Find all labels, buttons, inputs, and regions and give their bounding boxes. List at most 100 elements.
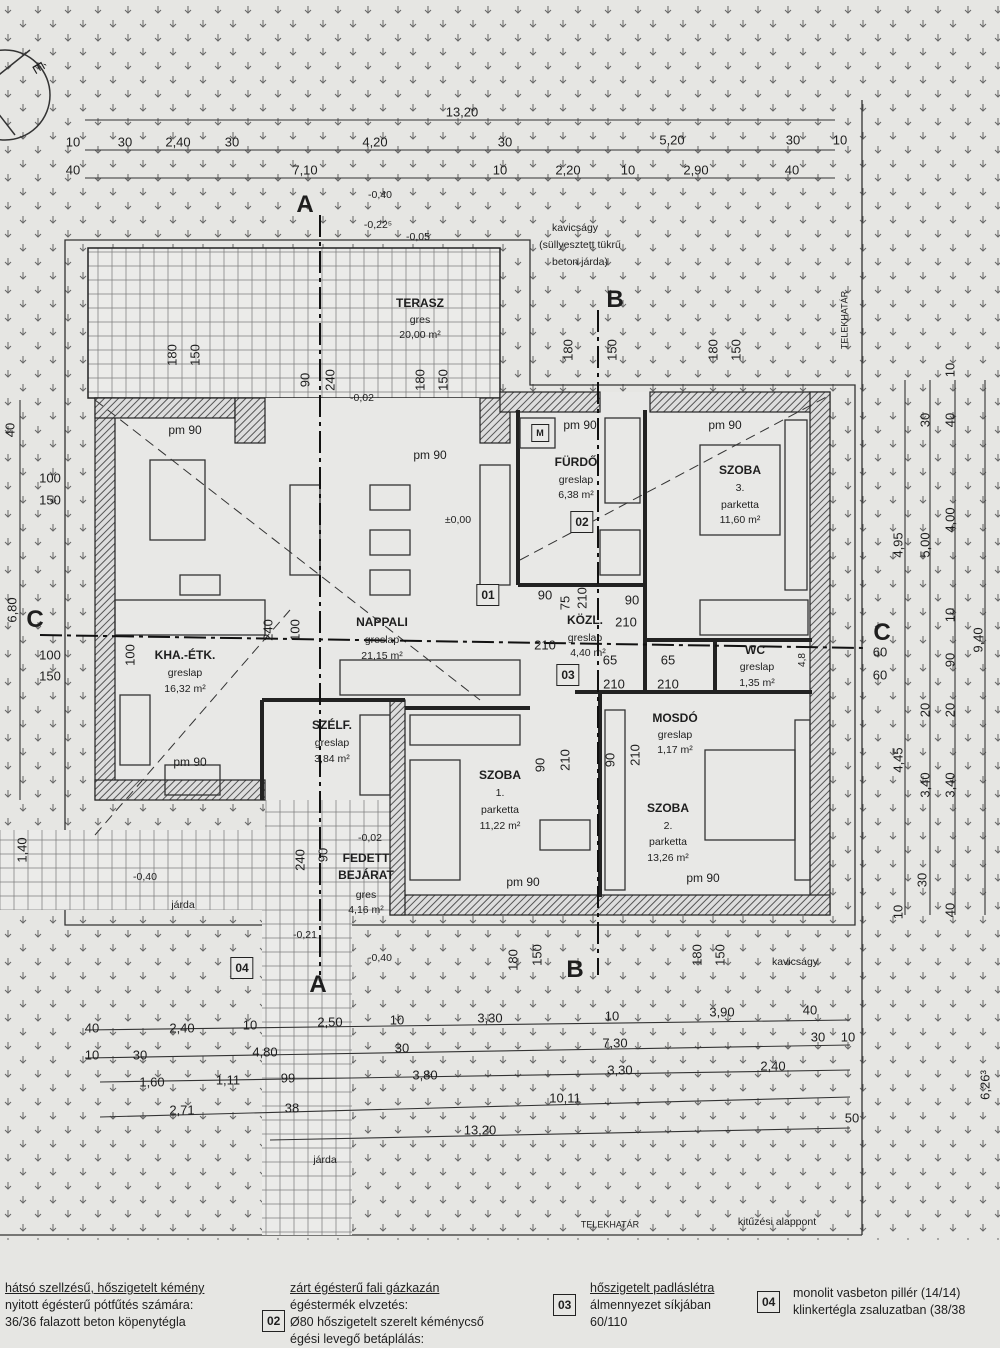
dim-bottom: 40 xyxy=(84,1020,100,1036)
room-area: 1,17 m² xyxy=(657,743,693,756)
door-dim: 90 xyxy=(532,757,548,773)
dim-right: 40 xyxy=(942,412,958,428)
dim-right: 60 xyxy=(872,644,888,660)
dim-label: 30 xyxy=(117,134,133,150)
dim-label: 10 xyxy=(832,132,848,148)
door-dim: 65 xyxy=(602,652,618,668)
dim-label: 2,20 xyxy=(555,162,581,178)
room-floor: greslap xyxy=(657,728,693,741)
dim-label: 5,20 xyxy=(659,132,685,148)
door-dim: 180 xyxy=(412,369,428,391)
dim-right: 4,00 xyxy=(942,507,958,533)
dim-left: 150 xyxy=(39,668,61,684)
dim-bottom: 10 xyxy=(840,1029,856,1045)
section-marker-a-bottom: A xyxy=(309,971,327,998)
terrace-tiles xyxy=(87,247,501,399)
legend-item-boiler: zárt égésterű fali gázkazán égéstermék e… xyxy=(290,1280,484,1348)
door-dim: 150 xyxy=(529,944,545,966)
dim-right: 9,40 xyxy=(970,627,986,653)
door-dim: 210 xyxy=(574,587,590,609)
room-area: 1,35 m² xyxy=(739,676,775,689)
dim-bottom: 99 xyxy=(280,1070,296,1086)
room-number: 2. xyxy=(663,819,673,832)
dim-bottom: 10 xyxy=(84,1047,100,1063)
dim-bottom: 30 xyxy=(132,1047,148,1063)
door-dim: 210 xyxy=(615,614,637,630)
door-dim: 180 xyxy=(505,949,521,971)
dim-bottom: 7,30 xyxy=(602,1035,628,1051)
level-label: -0,21 xyxy=(293,928,317,941)
note-kituzesi-alappont: kitűzési alappont xyxy=(737,1215,817,1228)
dim-bottom: 10 xyxy=(389,1012,405,1028)
level-label: -0,22⁵ xyxy=(363,218,393,231)
legend-line: égési levegő betáplálás: xyxy=(290,1332,425,1346)
note-pm90: pm 90 xyxy=(563,418,597,432)
room-area: 13,26 m² xyxy=(647,851,689,864)
door-dim: 90 xyxy=(602,752,618,768)
room-area: 20,00 m² xyxy=(399,328,441,341)
dim-bottom: 3,80 xyxy=(412,1067,438,1083)
legend-line: 36/36 falazott beton köpenytégla xyxy=(5,1315,186,1329)
door-dim: 210 xyxy=(603,676,625,692)
door-dim: 180 xyxy=(689,944,705,966)
dim-label: 7,10 xyxy=(292,162,318,178)
note-kavicsagy-2: (süllyesztett tükrű xyxy=(539,238,621,251)
note-pm90: pm 90 xyxy=(708,418,742,432)
door-dim: 65 xyxy=(660,652,676,668)
room-floor: gres xyxy=(355,888,377,901)
room-area: 4,40 m² xyxy=(570,646,606,659)
room-name-wc: WC xyxy=(745,643,765,657)
legend-line: Ø80 hőszigetelt szerelt kéménycső xyxy=(290,1315,484,1329)
dim-bottom: 38 xyxy=(284,1100,300,1116)
walkway-front xyxy=(262,905,352,1235)
dim-left: 150 xyxy=(39,492,61,508)
note-telekhatar: TELEKHATÁR xyxy=(839,290,850,350)
dim-right: 30 xyxy=(917,412,933,428)
dim-right: 30 xyxy=(914,872,930,888)
dim-left: 6,80 xyxy=(4,597,20,623)
room-name-kha-etk: KHA.-ÉTK. xyxy=(154,648,216,662)
legend-title: zárt égésterű fali gázkazán xyxy=(290,1281,440,1295)
room-area: 6,38 m² xyxy=(558,488,594,501)
dim-right: 4,45 xyxy=(890,747,906,773)
dim-right: 4,95 xyxy=(890,532,906,558)
room-name-szoba-3: SZOBA xyxy=(719,463,761,477)
dim-label: 2,40 xyxy=(165,134,191,150)
note-pm90: pm 90 xyxy=(413,448,447,462)
north-arrow-icon xyxy=(0,49,51,141)
dim-label: 2,90 xyxy=(683,162,709,178)
section-marker-c-left: C xyxy=(26,606,44,633)
door-dim: 240 xyxy=(322,369,338,391)
room-name-furdo: FÜRDŐ xyxy=(554,455,598,469)
note-pm90: pm 90 xyxy=(506,875,540,889)
door-dim: 4,8 xyxy=(797,653,808,667)
room-floor: greslap xyxy=(364,633,400,646)
legend-item-pillar: monolit vasbeton pillér (14/14) klinkert… xyxy=(793,1285,965,1319)
dim-label: 10 xyxy=(492,162,508,178)
door-dim: 75 xyxy=(557,595,573,611)
room-floor: parketta xyxy=(649,835,687,848)
note-pm90: pm 90 xyxy=(173,755,207,769)
door-dim: 90 xyxy=(297,372,313,388)
room-name-szelf: SZÉLF. xyxy=(311,718,353,732)
note-kavicsagy-3: beton járda) xyxy=(551,255,609,268)
section-marker-c-right: C xyxy=(873,619,891,646)
dim-bottom: 2,40 xyxy=(760,1058,786,1074)
marker-03: 03 xyxy=(556,664,580,686)
door-dim: 100 xyxy=(287,619,303,641)
room-name-kozl: KÖZL. xyxy=(567,613,603,627)
note-kavicsagy: kavicságy xyxy=(551,221,599,234)
legend-line: klinkertégla zsaluzatban (38/38 xyxy=(793,1303,966,1317)
marker-01: 01 xyxy=(476,584,500,606)
dim-bottom: 40 xyxy=(802,1002,818,1018)
section-marker-a-top: A xyxy=(296,191,314,218)
dim-right: 3,40 xyxy=(917,772,933,798)
room-number: 1. xyxy=(495,786,505,799)
legend-number-03: 03 xyxy=(553,1294,577,1316)
room-floor: greslap xyxy=(558,473,594,486)
legend-item-attic-ladder: hőszigetelt padláslétra álmennyezet síkj… xyxy=(590,1280,714,1331)
note-kavicsagy-bottom: kavicságy xyxy=(771,955,819,968)
dim-bottom: 2,50 xyxy=(317,1014,343,1030)
dim-bottom: 30 xyxy=(394,1040,410,1056)
